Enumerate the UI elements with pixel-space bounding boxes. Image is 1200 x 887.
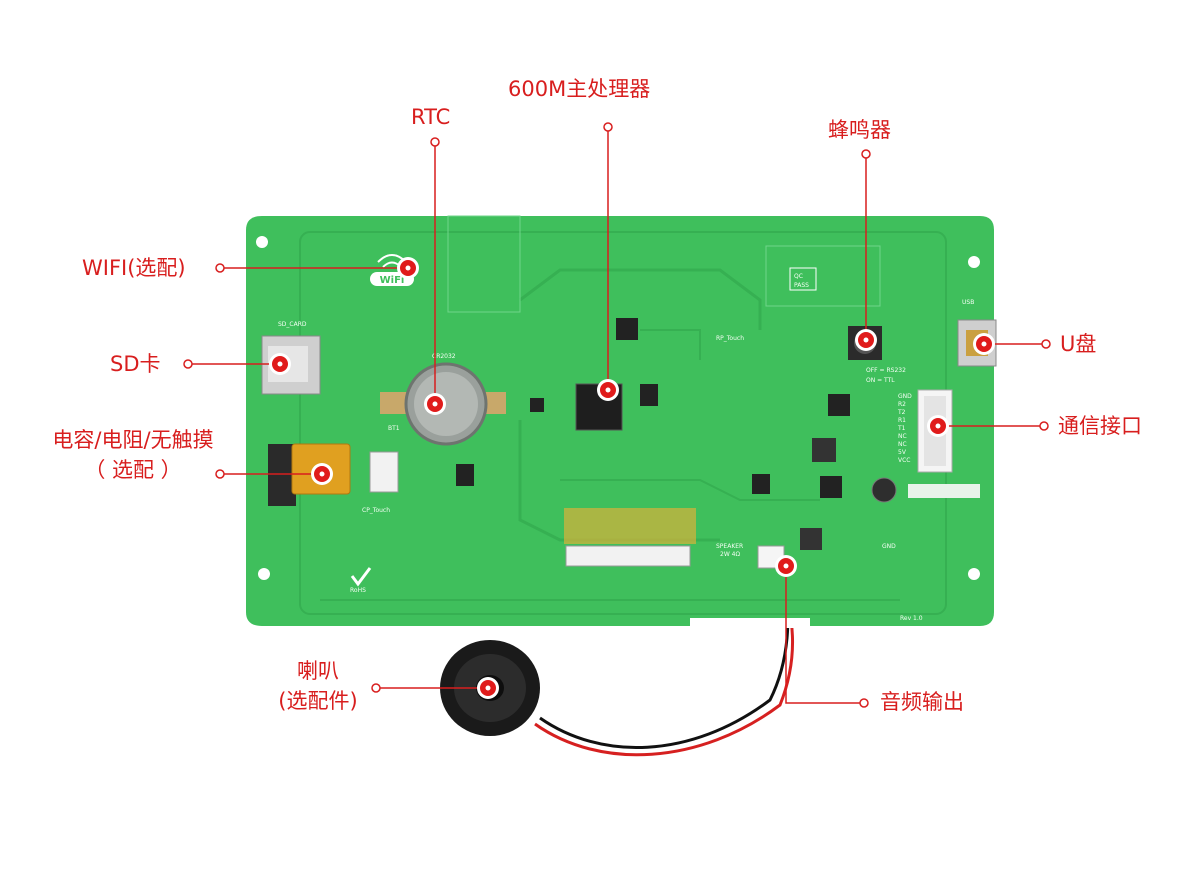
silk-pass: PASS — [794, 282, 809, 289]
silk-pin-5: T1 — [897, 425, 906, 432]
callout-markers — [269, 257, 995, 699]
silk-gnd: GND — [882, 543, 896, 550]
marker-speaker — [477, 677, 499, 699]
marker-cpu — [597, 379, 619, 401]
marker-usb — [973, 333, 995, 355]
silk-usb: USB — [962, 299, 974, 306]
silk-cp-touch: CP_Touch — [362, 507, 390, 514]
silk-rev: Rev 1.0 — [900, 615, 923, 622]
wifi-logo-text: WiFi — [380, 275, 405, 286]
marker-comm — [927, 415, 949, 437]
silk-speaker: SPEAKER — [716, 543, 743, 550]
marker-buzzer — [855, 329, 877, 351]
silk-rp-touch: RP_Touch — [716, 335, 744, 342]
marker-sd — [269, 353, 291, 375]
label-comm: 通信接口 — [1058, 414, 1142, 438]
silk-pin-7: NC — [898, 441, 907, 448]
silk-qc: QC — [794, 273, 803, 280]
silk-sel-1: OFF = RS232 — [866, 367, 906, 374]
silk-pin-9: VCC — [898, 457, 910, 464]
lcd-fpc-connector — [564, 508, 696, 567]
label-speaker-line1: 喇叭 — [297, 659, 339, 683]
silk-pin-8: 5V — [898, 449, 907, 456]
comm-connector: OFF = RS232 ON = TTL GND R2 T2 R1 T1 NC … — [866, 367, 953, 473]
silk-pin-2: R2 — [898, 401, 906, 408]
rohs-mark: RoHS — [350, 567, 372, 594]
silk-speaker-spec: 2W 4Ω — [720, 551, 740, 558]
label-wifi: WIFI(选配) — [82, 256, 186, 280]
label-speaker: 喇叭 (选配件) — [268, 656, 368, 716]
silk-pin-3: T2 — [897, 409, 906, 416]
label-buzzer: 蜂鸣器 — [828, 118, 891, 142]
silk-pin-1: GND — [898, 393, 912, 400]
marker-wifi — [397, 257, 419, 279]
label-sd: SD卡 — [110, 352, 161, 376]
silk-pin-4: R1 — [898, 417, 906, 424]
label-rtc: RTC — [411, 105, 451, 129]
label-cpu: 600M主处理器 — [508, 77, 651, 101]
label-audio: 音频输出 — [880, 690, 964, 714]
callout-lines — [188, 127, 1046, 704]
silk-pin-6: NC — [898, 433, 907, 440]
silk-sd-card: SD_CARD — [278, 321, 307, 328]
silk-rohs: RoHS — [350, 587, 366, 594]
pcb-board: WiFi SD_CARD CP_Touch CR2032 BT1 RP_ — [246, 215, 997, 628]
label-touch: 电容/电阻/无触摸 （ 选配 ） — [28, 425, 238, 485]
label-touch-line1: 电容/电阻/无触摸 — [52, 428, 214, 452]
callout-rings — [183, 122, 1051, 708]
silk-cr2032: CR2032 — [432, 353, 456, 360]
marker-rtc — [424, 393, 446, 415]
marker-touch — [311, 463, 333, 485]
silk-bt1: BT1 — [388, 425, 400, 432]
marker-audio — [775, 555, 797, 577]
label-usb: U盘 — [1060, 332, 1097, 356]
silk-sel-2: ON = TTL — [866, 377, 895, 384]
label-speaker-line2: (选配件) — [278, 689, 358, 713]
label-touch-line2: （ 选配 ） — [84, 458, 182, 482]
